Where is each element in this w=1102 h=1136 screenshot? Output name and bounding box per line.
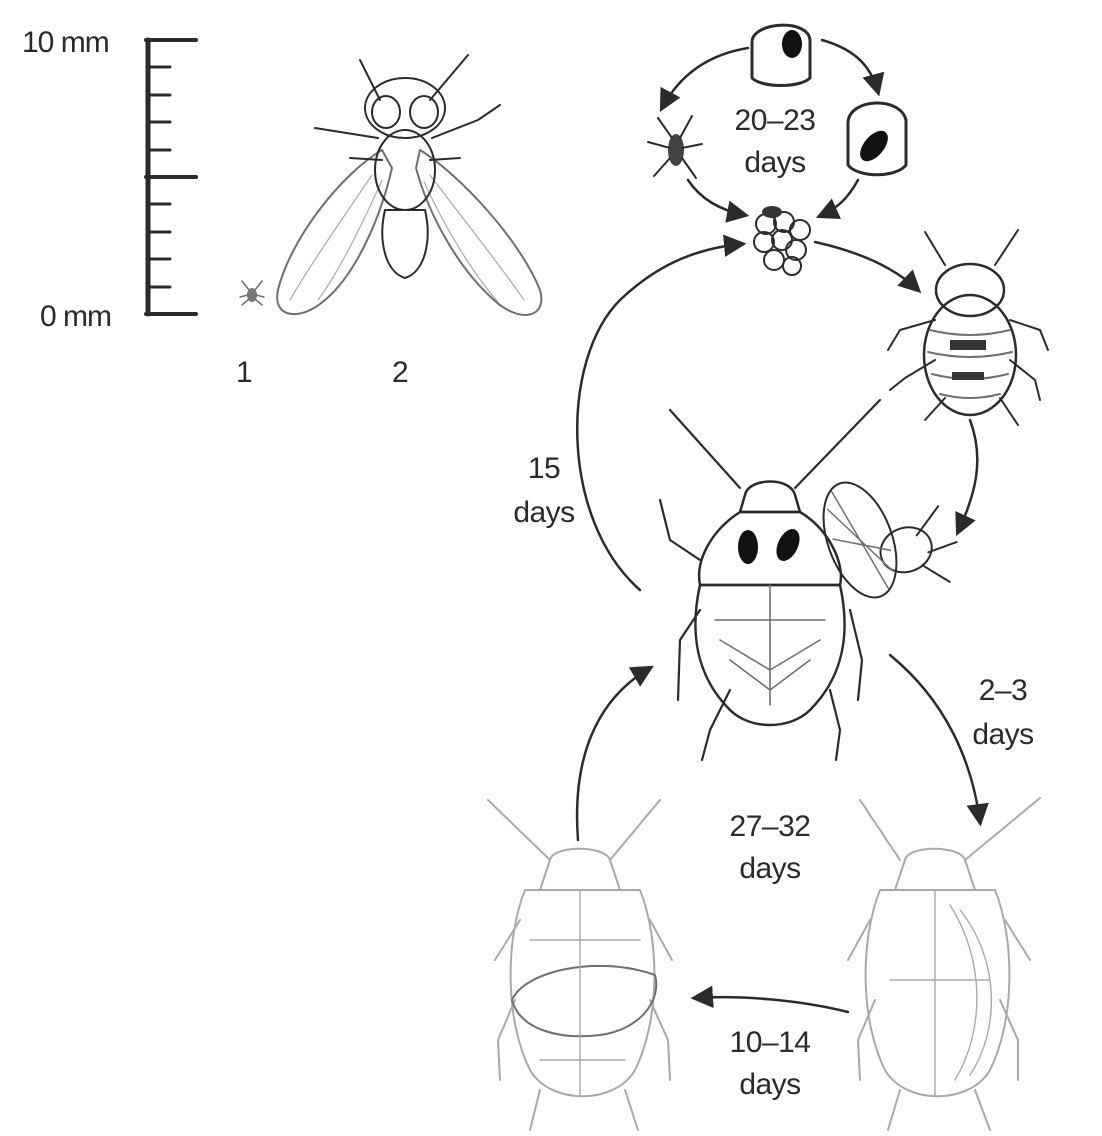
nymph-illustration <box>888 230 1048 425</box>
parasitized-bug-left-illustration <box>488 800 672 1130</box>
egg-stage-duration-unit: days <box>744 146 805 179</box>
arrow-nymph-to-adult <box>958 420 977 532</box>
scale-bar: 10 mm 0 mm <box>22 26 196 333</box>
arrow-left-stage-to-adult <box>577 668 650 840</box>
tiny-wasp-illustration <box>240 281 264 305</box>
scale-bottom-label: 0 mm <box>40 300 111 333</box>
egg-stage-loop: 20–23 days <box>648 25 906 275</box>
adult-to-egg-duration-value: 15 <box>528 452 560 485</box>
parasitized-bug-right-illustration <box>848 798 1040 1130</box>
bottom-duration-value: 10–14 <box>730 1026 811 1059</box>
adult-to-stage-duration-value: 2–3 <box>979 674 1028 707</box>
center-duration-value: 27–32 <box>730 810 811 843</box>
center-duration-unit: days <box>739 852 800 885</box>
bottom-duration-unit: days <box>739 1068 800 1101</box>
egg-stage-duration-value: 20–23 <box>735 104 816 137</box>
figure-number-2: 2 <box>392 356 409 389</box>
adult-to-egg-duration-unit: days <box>513 496 574 529</box>
arrow-adult-to-parasitized-stage <box>890 655 980 822</box>
arrow-eggs-to-nymph <box>815 242 918 290</box>
figure-number-1: 1 <box>236 356 253 389</box>
fly-illustration <box>277 55 541 315</box>
arrow-adult-to-eggs <box>577 244 742 590</box>
adult-to-stage-duration-unit: days <box>972 718 1033 751</box>
scale-top-label: 10 mm <box>22 26 109 59</box>
adult-bug-with-wasp-illustration <box>660 400 969 760</box>
arrow-right-to-left-stage <box>695 997 848 1012</box>
